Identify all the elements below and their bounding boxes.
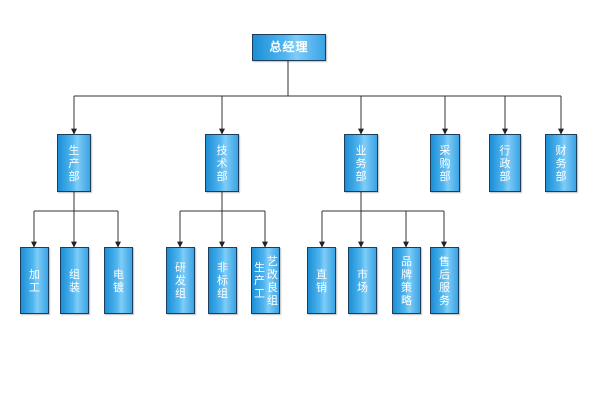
unit-electroplating-node[interactable]: 电 镀 xyxy=(104,247,133,314)
unit-process-improvement-col1: 艺 改 良 组 xyxy=(267,254,278,307)
unit-market-label: 市 场 xyxy=(357,267,368,294)
unit-after-sales-label: 售 后 服 务 xyxy=(439,254,450,307)
unit-market-node[interactable]: 市 场 xyxy=(348,247,377,314)
department-administration-node[interactable]: 行 政 部 xyxy=(489,134,521,192)
general-manager-label: 总经理 xyxy=(269,40,309,54)
unit-process-improvement-node[interactable]: 艺 改 良 组 生 产 工 xyxy=(251,247,280,314)
unit-nonstandard-label: 非 标 组 xyxy=(217,261,228,300)
department-procurement-node[interactable]: 采 购 部 xyxy=(430,134,460,192)
department-business-label: 业 务 部 xyxy=(355,143,367,183)
unit-rnd-node[interactable]: 研 发 组 xyxy=(166,247,195,314)
department-procurement-label: 采 购 部 xyxy=(439,143,451,183)
unit-assembly-node[interactable]: 组 装 xyxy=(60,247,89,314)
unit-electroplating-label: 电 镀 xyxy=(113,267,124,294)
unit-brand-strategy-label: 品 牌 策 略 xyxy=(401,254,412,307)
unit-after-sales-node[interactable]: 售 后 服 务 xyxy=(430,247,459,314)
department-finance-label: 财 务 部 xyxy=(555,143,567,183)
department-business-node[interactable]: 业 务 部 xyxy=(344,134,378,192)
unit-processing-label: 加 工 xyxy=(29,267,40,294)
unit-nonstandard-node[interactable]: 非 标 组 xyxy=(208,247,237,314)
department-technology-label: 技 术 部 xyxy=(216,143,228,183)
unit-direct-sales-label: 直 销 xyxy=(316,267,327,294)
unit-process-improvement-col2: 生 产 工 xyxy=(254,261,265,300)
unit-rnd-label: 研 发 组 xyxy=(175,261,186,300)
department-finance-node[interactable]: 财 务 部 xyxy=(545,134,577,192)
unit-direct-sales-node[interactable]: 直 销 xyxy=(307,247,336,314)
general-manager-node[interactable]: 总经理 xyxy=(252,34,326,61)
unit-brand-strategy-node[interactable]: 品 牌 策 略 xyxy=(392,247,421,314)
department-production-node[interactable]: 生 产 部 xyxy=(57,134,91,192)
department-technology-node[interactable]: 技 术 部 xyxy=(205,134,239,192)
department-production-label: 生 产 部 xyxy=(68,143,80,183)
unit-assembly-label: 组 装 xyxy=(69,267,80,294)
unit-processing-node[interactable]: 加 工 xyxy=(20,247,49,314)
department-administration-label: 行 政 部 xyxy=(499,143,511,183)
